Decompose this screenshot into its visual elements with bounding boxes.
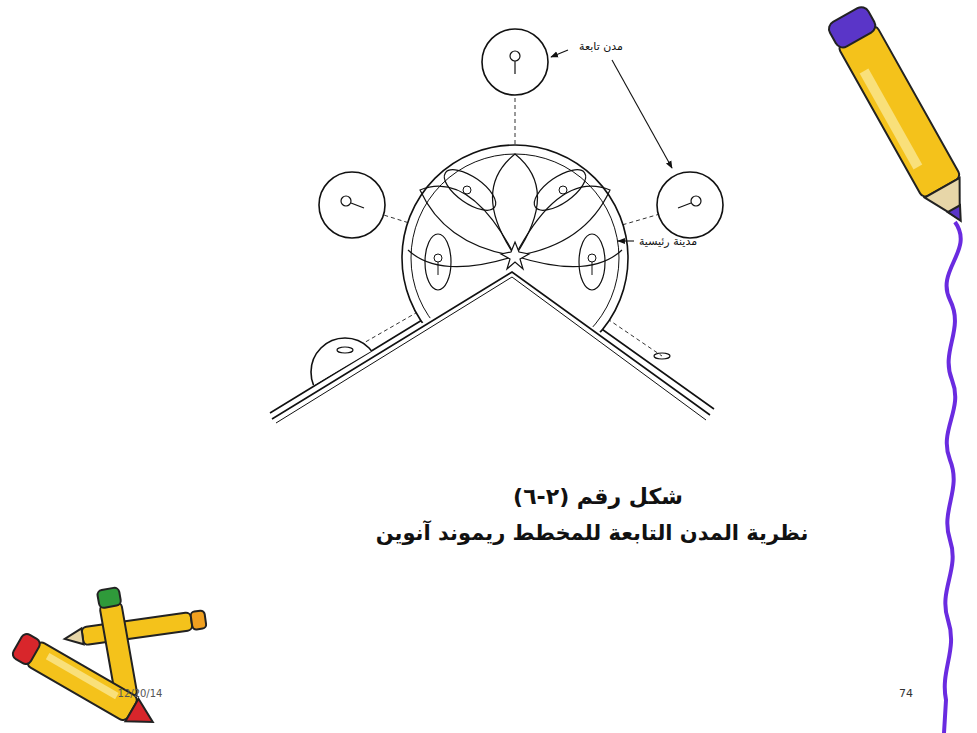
- road-line: [272, 272, 710, 419]
- town-symbol: [351, 203, 364, 208]
- crayon-body: [837, 24, 961, 198]
- neighbourhood-divider: [420, 186, 515, 256]
- neighbourhood-divider: [515, 250, 622, 267]
- satellite-city: [657, 172, 723, 238]
- leader-arrows: [551, 50, 672, 241]
- centre-symbol: [463, 186, 471, 194]
- neighbourhood-divider: [515, 186, 610, 256]
- satellite-symbols: [337, 51, 701, 359]
- main-city-outline: [402, 145, 628, 371]
- page-number: 74: [899, 687, 913, 700]
- main-city-ring: [411, 154, 619, 362]
- neighbourhood: [579, 234, 605, 290]
- crayon: [11, 632, 160, 733]
- neighbourhood-divider: [408, 250, 515, 267]
- town-symbol: [678, 203, 691, 208]
- leader-arrow: [551, 50, 568, 57]
- road-line: [276, 277, 706, 423]
- satellite-city: [319, 172, 385, 238]
- neighbourhood: [425, 234, 451, 290]
- leader-arrow: [612, 60, 672, 168]
- centre-symbol: [588, 254, 596, 262]
- centre-symbol: [438, 262, 439, 275]
- slide-date: 12/20/14: [118, 688, 163, 699]
- crayon-cap: [97, 587, 122, 609]
- centre-symbol: [592, 262, 593, 275]
- road-line: [270, 265, 714, 413]
- neighbourhood: [438, 162, 502, 218]
- crayon-tip: [925, 178, 977, 229]
- crayon-body: [81, 612, 192, 645]
- figure-caption: نظرية المدن التابعة للمخطط ريموند آنوين: [376, 521, 809, 545]
- town-symbol: [337, 347, 353, 353]
- satellite-cities: [311, 29, 723, 412]
- crayon-cap: [826, 4, 878, 50]
- satellite-city-outline: [631, 344, 699, 412]
- centre-symbols: [434, 186, 596, 275]
- figure-number: شكل رقم (٢-٦): [513, 484, 683, 509]
- crayon-highlight: [860, 69, 923, 170]
- crayon: [64, 610, 207, 648]
- neighbourhoods: [408, 154, 622, 290]
- town-symbol: [514, 61, 515, 74]
- crayon-lead: [948, 205, 967, 224]
- road: [270, 265, 714, 423]
- crayon-cap: [190, 610, 206, 630]
- centre-symbol: [434, 254, 442, 262]
- neighbourhood: [528, 162, 592, 218]
- main-city: [402, 145, 628, 371]
- decorative-wave: [944, 222, 961, 733]
- crayon: [826, 4, 977, 231]
- crayon-body: [25, 640, 139, 722]
- satellite-city-outline: [311, 338, 379, 406]
- crayon-highlight: [46, 653, 119, 699]
- town-symbol: [654, 353, 670, 359]
- crayon-cap: [11, 632, 42, 666]
- centre-symbol: [559, 186, 567, 194]
- satellite-city: [482, 29, 548, 95]
- leader-arrow: [618, 240, 634, 241]
- crayon-tip: [64, 628, 84, 646]
- city-centre-star: [501, 242, 529, 269]
- satellite-city: [311, 338, 699, 412]
- callout-label: مدن تابعة: [579, 40, 623, 53]
- crayon-tip: [125, 699, 159, 733]
- town-symbol: [510, 51, 520, 61]
- town-symbol: [691, 196, 701, 206]
- callout-label: مدينة رئيسية: [639, 235, 697, 248]
- town-symbol: [341, 196, 351, 206]
